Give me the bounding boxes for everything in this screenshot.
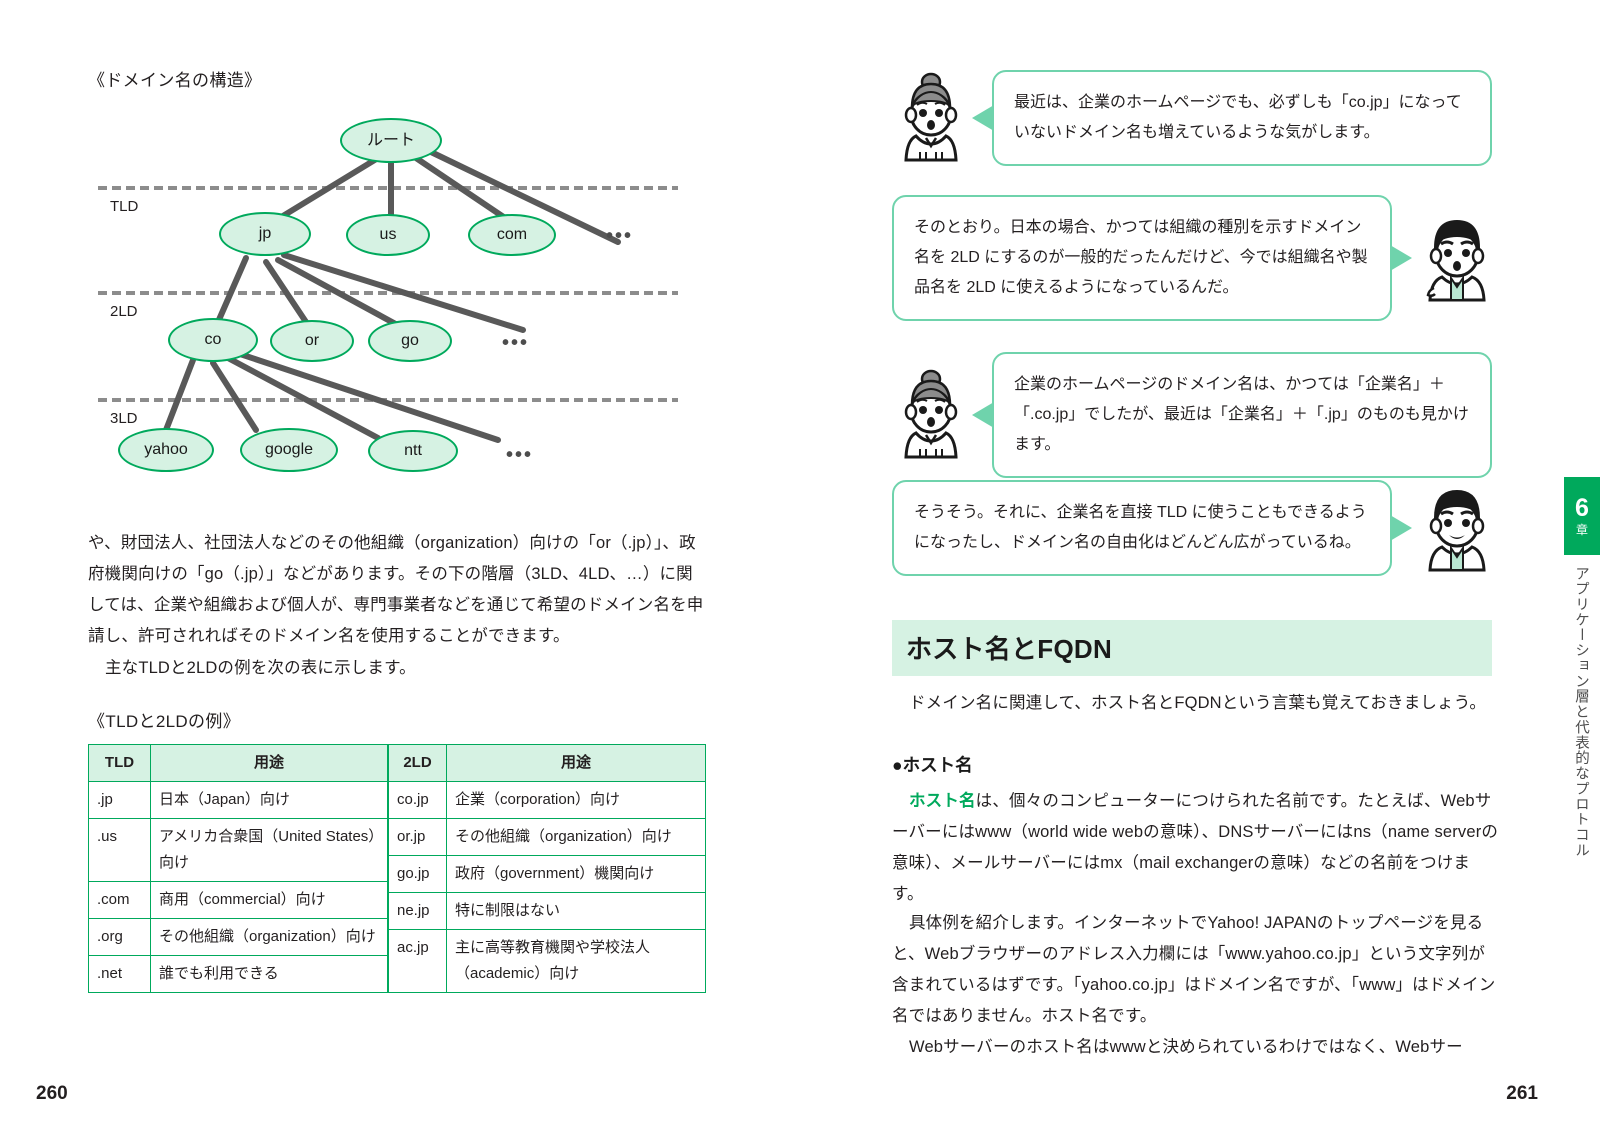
table-cell-use: 主に高等教育機関や学校法人（academic）向け: [446, 929, 706, 993]
table-header-row: TLD 用途: [88, 744, 388, 782]
table-tld: TLD 用途 .jp 日本（Japan）向け .us アメリカ合衆国（Unite…: [88, 744, 388, 993]
tree-level-label-tld: TLD: [110, 198, 139, 215]
speech-bubble-1: 最近は、企業のホームページでも、必ずしも「co.jp」になっていないドメイン名も…: [992, 70, 1492, 166]
tree-node-jp[interactable]: jp: [219, 212, 311, 256]
chapter-title-vertical: アプリケーション層と代表的なプロトコル: [1573, 566, 1589, 859]
tree-node-root[interactable]: ルート: [340, 118, 442, 163]
table-cell-use: 商用（commercial）向け: [150, 881, 388, 919]
speech-bubble-4: そうそう。それに、企業名を直接 TLD に使うこともできるようになったし、ドメイ…: [892, 480, 1392, 576]
table-cell-use: その他組織（organization）向け: [446, 818, 706, 856]
figure-caption-domain-structure: 《ドメイン名の構造》: [88, 71, 262, 90]
section-intro-paragraph: ドメイン名に関連して、ホスト名とFQDNという言葉も覚えておきましょう。: [909, 694, 1487, 712]
tree-edges-svg: [98, 149, 678, 443]
left-page: 《ドメイン名の構造》: [36, 71, 708, 1104]
dialog-row-2: そのとおり。日本の場合、かつては組織の種別を示すドメイン名を 2LD にするのが…: [892, 195, 1512, 321]
tree-ellipsis-3ld: •••: [506, 444, 534, 466]
table-cell-use: 日本（Japan）向け: [150, 781, 388, 819]
highlighted-term-hostname: ホスト名: [909, 792, 976, 810]
table-cell-key: co.jp: [388, 781, 447, 819]
tree-node-com[interactable]: com: [468, 214, 556, 256]
table-cell-key: ac.jp: [388, 929, 447, 993]
tree-node-us[interactable]: us: [346, 214, 430, 256]
left-paragraph-1: や、財団法人、社団法人などのその他組織（organization）向けの「or（…: [88, 534, 704, 645]
domain-tree-diagram: TLD 2LD 3LD ルート jp us com ••• co or go •…: [88, 100, 708, 505]
table-cell-use: その他組織（organization）向け: [150, 918, 388, 956]
tree-node-go[interactable]: go: [368, 320, 452, 362]
table-cell-use: アメリカ合衆国（United States）向け: [150, 818, 388, 882]
left-paragraph-2: 主なTLDと2LDの例を次の表に示します。: [105, 659, 416, 677]
speech-bubble-3: 企業のホームページのドメイン名は、かつては「企業名」＋「.co.jp」でしたが、…: [992, 352, 1492, 478]
table-row: or.jp その他組織（organization）向け: [388, 818, 706, 856]
tree-node-google[interactable]: google: [240, 428, 338, 472]
avatar-student-female: [892, 365, 970, 465]
table-cell-key: or.jp: [388, 818, 447, 856]
dialog-row-4: そうそう。それに、企業名を直接 TLD に使うこともできるようになったし、ドメイ…: [892, 478, 1512, 578]
table-cell-use: 特に制限はない: [446, 892, 706, 930]
table-tld-header-use: 用途: [150, 744, 388, 782]
table-cell-use: 企業（corporation）向け: [446, 781, 706, 819]
table-row: .org その他組織（organization）向け: [88, 918, 388, 956]
tree-node-co[interactable]: co: [168, 318, 258, 362]
avatar-student-female: [892, 68, 970, 168]
chapter-unit-label: 章: [1575, 523, 1588, 537]
table-2ld: 2LD 用途 co.jp 企業（corporation）向け or.jp その他…: [388, 744, 706, 993]
right-paragraph-1-rest: は、個々のコンピューターにつけられた名前です。たとえば、Webサーバーにはwww…: [892, 792, 1499, 903]
chapter-number: 6: [1575, 494, 1589, 522]
table-tld-header-key: TLD: [88, 744, 151, 782]
sub-heading-hostname: ●ホスト名: [892, 755, 973, 775]
speech-bubble-2: そのとおり。日本の場合、かつては組織の種別を示すドメイン名を 2LD にするのが…: [892, 195, 1392, 321]
table-cell-use: 政府（government）機関向け: [446, 855, 706, 893]
right-page: 最近は、企業のホームページでも、必ずしも「co.jp」になっていないドメイン名も…: [800, 0, 1600, 1135]
table-2ld-header-use: 用途: [446, 744, 706, 782]
right-paragraph-2: 具体例を紹介します。インターネットでYahoo! JAPANのトップページを見る…: [892, 914, 1496, 1025]
table-row: .us アメリカ合衆国（United States）向け: [88, 818, 388, 882]
right-paragraph-3: Webサーバーのホスト名はwwwと決められているわけではなく、Webサー: [909, 1038, 1463, 1056]
table-row: .net 誰でも利用できる: [88, 955, 388, 993]
table-2ld-header-key: 2LD: [388, 744, 447, 782]
table-row: ne.jp 特に制限はない: [388, 892, 706, 930]
dialog-row-1: 最近は、企業のホームページでも、必ずしも「co.jp」になっていないドメイン名も…: [892, 68, 1492, 168]
table-cell-key: .org: [88, 918, 151, 956]
table-row: co.jp 企業（corporation）向け: [388, 781, 706, 819]
table-row: .com 商用（commercial）向け: [88, 881, 388, 919]
dialog-row-3: 企業のホームページのドメイン名は、かつては「企業名」＋「.co.jp」でしたが、…: [892, 352, 1492, 478]
table-cell-key: .net: [88, 955, 151, 993]
tree-node-ntt[interactable]: ntt: [368, 430, 458, 472]
section-heading-hostname-fqdn: ホスト名とFQDN: [892, 620, 1492, 676]
table-cell-use: 誰でも利用できる: [150, 955, 388, 993]
chapter-tab[interactable]: 6 章: [1564, 477, 1600, 555]
right-paragraph-1: ホスト名は、個々のコンピューターにつけられた名前です。たとえば、Webサーバーに…: [892, 786, 1500, 910]
table-cell-key: .jp: [88, 781, 151, 819]
tree-ellipsis-2ld: •••: [502, 332, 530, 354]
table-cell-key: .us: [88, 818, 151, 882]
table-cell-key: go.jp: [388, 855, 447, 893]
tree-level-label-3ld: 3LD: [110, 410, 138, 427]
table-row: go.jp 政府（government）機関向け: [388, 855, 706, 893]
tree-node-or[interactable]: or: [270, 320, 354, 362]
tree-ellipsis-tld: •••: [606, 225, 634, 247]
table-row: .jp 日本（Japan）向け: [88, 781, 388, 819]
figure-caption-tld-2ld-table: 《TLDと2LDの例》: [88, 712, 241, 731]
table-row: ac.jp 主に高等教育機関や学校法人（academic）向け: [388, 929, 706, 993]
table-header-row: 2LD 用途: [388, 744, 706, 782]
page-number-right: 261: [1506, 1083, 1538, 1104]
table-cell-key: .com: [88, 881, 151, 919]
avatar-teacher-male: [1418, 478, 1496, 578]
tree-level-label-2ld: 2LD: [110, 303, 138, 320]
table-cell-key: ne.jp: [388, 892, 447, 930]
page-number-left: 260: [36, 1083, 68, 1104]
avatar-teacher-male: [1418, 208, 1496, 308]
tree-node-yahoo[interactable]: yahoo: [118, 428, 214, 472]
